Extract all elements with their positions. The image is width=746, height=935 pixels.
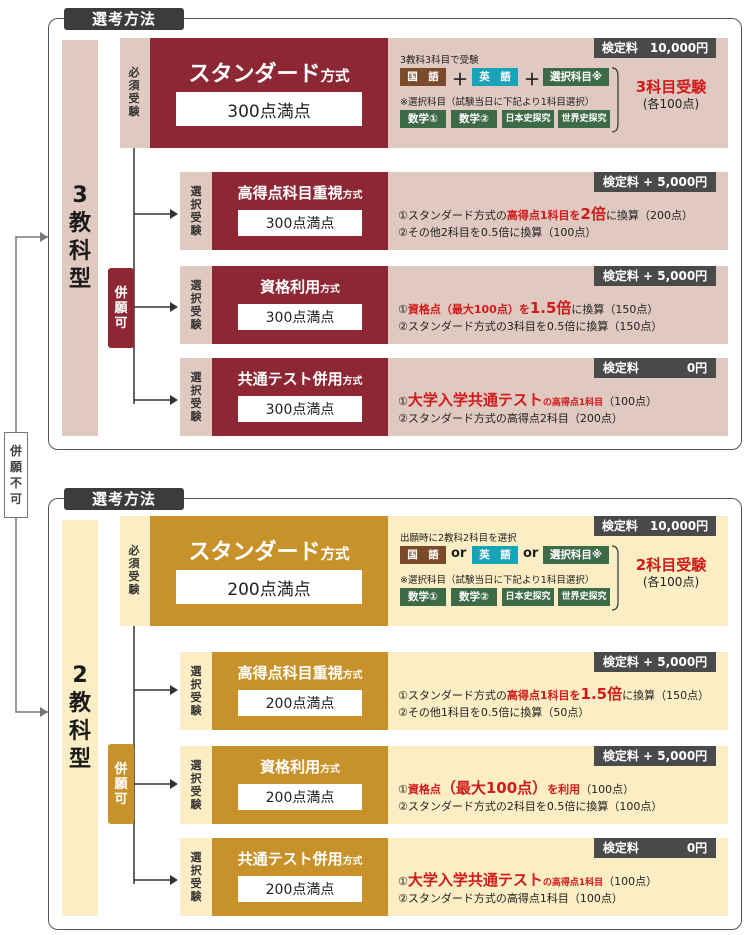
method-fee: 検定料 + 5,000円 [594, 652, 716, 672]
method-line2: ②その他2科目を0.5倍に換算（100点） [398, 226, 597, 239]
standard-title: スタンダード方式 [188, 62, 350, 87]
method-title: 資格利用方式 [260, 758, 340, 776]
method-line1: ①大学入学共通テストの高得点1科目（100点） [398, 391, 658, 409]
method-line1: ①スタンダード方式の高得点1科目を1.5倍に換算（150点） [398, 685, 710, 703]
method-line2: ②スタンダード方式の高得点2科目（200点） [398, 412, 623, 425]
selective-label: 選択受験 [190, 665, 202, 717]
option-japanese-history: 日本史探究 [502, 110, 554, 128]
type-3kyouka: 3 教 科 型 [62, 40, 98, 436]
standard-note: ※選択科目（試験当日に下記より1科目選択） [400, 97, 595, 108]
method-title: 共通テスト併用方式 [237, 850, 363, 868]
subject-eigo: 英 語 [472, 68, 518, 86]
standard-condition-2: 出願時に2教科2科目を選択 [400, 533, 517, 544]
method-line2: ②スタンダード方式の3科目を0.5倍に換算（150点） [398, 320, 663, 333]
subject-kokugo-2: 国 語 [400, 546, 446, 564]
subject-eigo-2: 英 語 [472, 546, 518, 564]
concurrent-label-2kyouka: 併 願 可 [108, 744, 134, 824]
standard-note-2: ※選択科目（試験当日に下記より1科目選択） [400, 575, 595, 586]
selective-label: 選択受験 [190, 851, 202, 903]
method-fee: 検定料 + 5,000円 [594, 746, 716, 766]
method-score: 200点満点 [238, 690, 362, 716]
method-score: 300点満点 [238, 396, 362, 422]
subject-sentaku: 選択科目※ [543, 68, 609, 86]
method-fee: 検定料 + 5,000円 [594, 266, 716, 286]
selective-label: 選択受験 [190, 371, 202, 423]
selective-label: 選択受験 [190, 759, 202, 811]
op-or-2: or [523, 546, 539, 561]
option-world-history: 世界史探究 [558, 110, 610, 128]
section-2kyouka-label: 選考方法 [64, 488, 184, 510]
method-title: 高得点科目重視方式 [237, 664, 363, 682]
concurrent-label-3kyouka: 併 願 可 [108, 268, 134, 348]
method-score: 300点満点 [238, 210, 362, 236]
option-math1-2: 数学① [400, 588, 446, 606]
method-title: 共通テスト併用方式 [237, 370, 363, 388]
selective-label: 選択受験 [190, 279, 202, 331]
method-score: 300点満点 [238, 304, 362, 330]
standard-fee-2: 検定料 10,000円 [594, 516, 716, 536]
method-line1: ①資格点（最大100点）を1.5倍に換算（150点） [398, 299, 659, 317]
subject-sentaku-2: 選択科目※ [543, 546, 609, 564]
method-fee: 検定料 0円 [594, 838, 716, 858]
selective-label: 選択受験 [190, 185, 202, 237]
method-title: 資格利用方式 [260, 278, 340, 296]
option-world-history-2: 世界史探究 [558, 588, 610, 606]
method-line1: ①大学入学共通テストの高得点1科目（100点） [398, 871, 658, 889]
standard-fee: 検定料 10,000円 [594, 38, 716, 58]
standard-score-2: 200点満点 [176, 570, 362, 604]
method-line1: ①スタンダード方式の高得点1科目を2倍に換算（200点） [398, 205, 693, 223]
method-fee: 検定料 0円 [594, 358, 716, 378]
method-line1: ①資格点（最大100点）を利用（100点） [398, 779, 635, 797]
type-2kyouka: 2 教 科 型 [62, 520, 98, 916]
method-score: 200点満点 [238, 876, 362, 902]
option-math1: 数学① [400, 110, 446, 128]
standard-condition: 3教科3科目で受験 [400, 55, 479, 66]
method-fee: 検定料 + 5,000円 [594, 172, 716, 192]
method-line2: ②スタンダード方式の高得点1科目（100点） [398, 892, 623, 905]
option-math2-2: 数学② [451, 588, 497, 606]
section-3kyouka-label: 選考方法 [64, 8, 184, 30]
method-title: 高得点科目重視方式 [237, 184, 363, 202]
required-label: 必 須 受 験 [128, 66, 140, 118]
op-plus-1: ＋ [452, 70, 469, 89]
op-plus-2: ＋ [524, 70, 541, 89]
standard-title-2: スタンダード方式 [188, 540, 350, 565]
standard-result: 3科目受験 (各100点) [635, 78, 707, 111]
subject-kokugo: 国 語 [400, 68, 446, 86]
standard-result-2: 2科目受験 (各100点) [635, 556, 707, 589]
side-label-heigan-fuka: 併 願 不 可 [4, 432, 28, 518]
method-score: 200点満点 [238, 784, 362, 810]
option-japanese-history-2: 日本史探究 [502, 588, 554, 606]
option-math2: 数学② [451, 110, 497, 128]
standard-score: 300点満点 [176, 92, 362, 126]
op-or-1: or [451, 546, 467, 561]
method-line2: ②その他1科目を0.5倍に換算（50点） [398, 706, 590, 719]
required-label-2: 必 須 受 験 [128, 544, 140, 596]
method-line2: ②スタンダード方式の2科目を0.5倍に換算（100点） [398, 800, 663, 813]
